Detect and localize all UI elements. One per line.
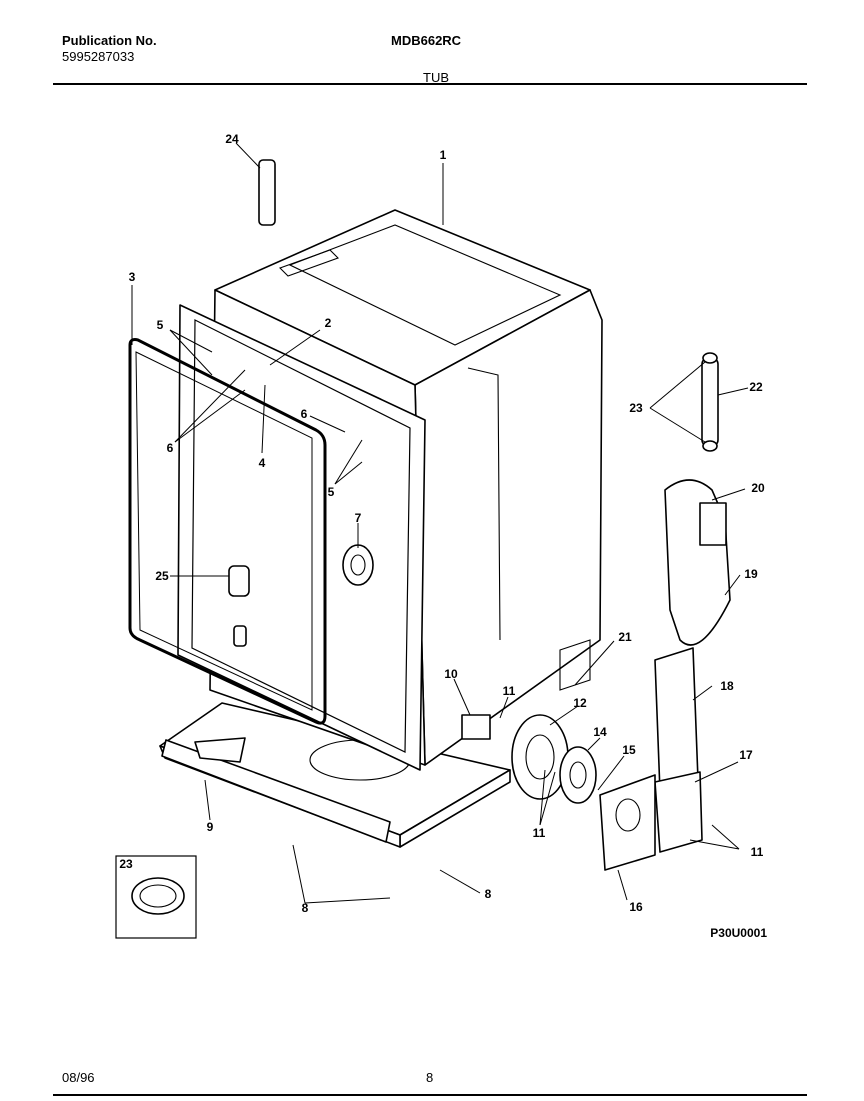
callout-18: 18: [720, 679, 734, 693]
callout-labels: 1 2 3 4 5 5 6 6 7 8 8 8 9 10 11 11 11 12…: [119, 132, 767, 940]
drawing-code: P30U0001: [710, 926, 767, 940]
callout-14: 14: [593, 725, 607, 739]
drain-hose: [701, 352, 719, 452]
callout-6-left: 6: [167, 441, 174, 455]
hose-clamp-inset: [115, 855, 197, 939]
header-rule: [53, 83, 807, 85]
callout-12: 12: [573, 696, 587, 710]
callout-10: 10: [444, 667, 458, 681]
callout-19: 19: [744, 567, 758, 581]
callout-5-left: 5: [157, 318, 164, 332]
callout-8-c: 8: [485, 887, 492, 901]
tub-front-frame: [177, 304, 426, 771]
callout-4: 4: [259, 456, 266, 470]
callout-11-a: 11: [503, 684, 516, 698]
footer-rule: [53, 1094, 807, 1096]
fan-housing: [511, 714, 569, 800]
vent-duct: [654, 647, 703, 853]
callout-7: 7: [355, 511, 362, 525]
fill-funnel: [258, 159, 276, 226]
callout-8-a: 8: [302, 901, 309, 915]
callout-23-inset: 23: [119, 857, 133, 871]
callout-2: 2: [325, 316, 332, 330]
callout-11-c: 11: [751, 845, 764, 859]
publication-label: Publication No.: [62, 33, 157, 48]
callout-6-right: 6: [301, 407, 308, 421]
callout-9: 9: [207, 820, 214, 834]
callout-23: 23: [629, 401, 643, 415]
callout-5-right: 5: [328, 485, 335, 499]
callout-17: 17: [739, 748, 753, 762]
callout-16: 16: [629, 900, 643, 914]
leader-lines: [131, 142, 749, 904]
callout-11-b: 11: [533, 826, 546, 840]
callout-22: 22: [749, 380, 763, 394]
float-switch: [228, 565, 250, 647]
fan-blade: [559, 746, 597, 804]
mounting-bracket: [599, 774, 656, 871]
door-gasket: [128, 338, 327, 725]
model-number: MDB662RC: [391, 33, 462, 48]
callout-20: 20: [751, 481, 765, 495]
publication-number: 5995287033: [62, 49, 135, 64]
drain-fitting: [342, 544, 374, 586]
callout-3: 3: [129, 270, 136, 284]
callout-1: 1: [440, 148, 447, 162]
callout-15: 15: [622, 743, 636, 757]
section-title: TUB: [423, 70, 449, 85]
footer-date: 08/96: [62, 1070, 95, 1085]
callout-21: 21: [618, 630, 632, 644]
callout-24: 24: [225, 132, 239, 146]
inlet-hose: [664, 479, 731, 646]
water-valve: [461, 714, 491, 740]
callout-25: 25: [155, 569, 169, 583]
footer-page: 8: [426, 1070, 434, 1085]
toe-kick-panel: [161, 737, 391, 843]
